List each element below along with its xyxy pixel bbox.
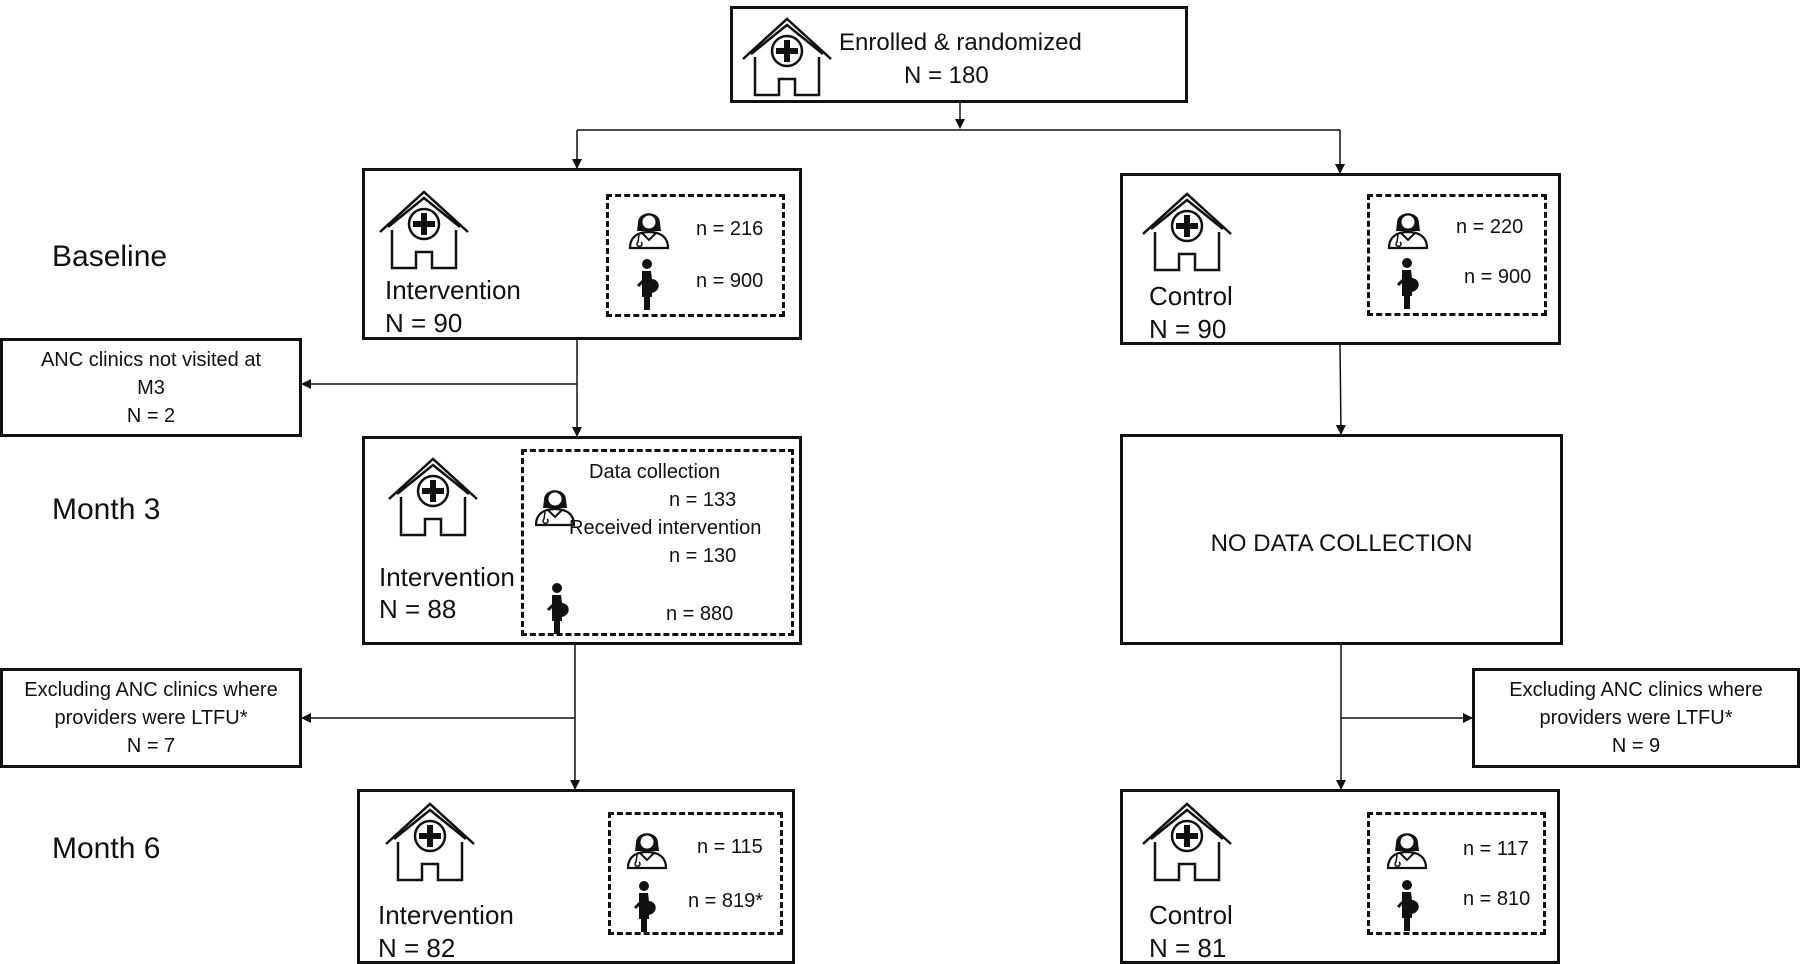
clinic-house-icon [1141,802,1233,882]
month3-intervention-counts-box: Data collection n = 133 Received interve… [521,449,794,636]
stage-label-month3: Month 3 [52,493,161,526]
baseline-control-providers-n: n = 220 [1456,216,1524,238]
no-data-collection-text: NO DATA COLLECTION [1210,530,1473,557]
baseline-intervention-label: Intervention [385,275,521,305]
month6-control-box: Control N = 81 n = 117 n = 810 [1120,789,1560,964]
pregnant-woman-icon [1396,257,1421,311]
clinic-house-icon [741,17,833,97]
excluded-ltfu-control-line2: providers were LTFU* [1539,707,1733,729]
health-provider-icon [626,832,668,870]
excluded-ltfu-intervention-line2: providers were LTFU* [54,707,248,729]
excluded-ltfu-control-box: Excluding ANC clinics where providers we… [1472,668,1800,768]
baseline-control-n: N = 90 [1149,314,1227,344]
month6-intervention-label: Intervention [378,900,514,930]
baseline-control-label: Control [1149,281,1233,311]
clinic-house-icon [378,190,470,270]
baseline-control-women-n: n = 900 [1464,266,1532,288]
enrolled-title: Enrolled & randomized [839,29,1082,56]
month3-received-intervention-label: Received intervention [569,517,762,539]
baseline-intervention-counts-box: n = 216 n = 900 [606,194,785,317]
pregnant-woman-icon [633,880,658,934]
baseline-intervention-box: Intervention N = 90 n = 216 n = 900 [362,168,802,340]
stage-label-month6: Month 6 [52,832,161,865]
month3-data-collection-label: Data collection [589,461,721,483]
month3-intervention-women-n: n = 880 [666,603,734,625]
month6-control-label: Control [1149,900,1233,930]
health-provider-icon [1386,832,1428,870]
health-provider-icon [1387,212,1429,250]
excluded-ltfu-control-n: N = 9 [1611,735,1661,757]
month3-intervention-box: Intervention N = 88 Data collection n = … [362,436,802,645]
month3-intervention-label: Intervention [379,562,515,592]
month6-control-n: N = 81 [1149,933,1227,963]
excluded-ltfu-intervention-box: Excluding ANC clinics where providers we… [0,668,302,768]
stage-label-baseline: Baseline [52,240,168,273]
pregnant-woman-icon [546,582,571,636]
baseline-intervention-providers-n: n = 216 [696,218,764,240]
month6-control-providers-n: n = 117 [1463,838,1529,860]
pregnant-woman-icon [636,258,661,312]
baseline-intervention-women-n: n = 900 [696,270,764,292]
excluded-not-visited-line2: M3 [137,376,165,399]
month3-intervention-n: N = 88 [379,594,457,624]
excluded-ltfu-control-line1: Excluding ANC clinics where [1509,679,1763,701]
month6-intervention-n: N = 82 [378,933,456,963]
excluded-not-visited-line1: ANC clinics not visited at [40,348,262,371]
month6-control-women-n: n = 810 [1463,888,1531,910]
month6-intervention-women-n: n = 819* [688,890,764,912]
clinic-house-icon [384,802,476,882]
pregnant-woman-icon [1396,879,1421,933]
excluded-not-visited-n: N = 2 [126,404,176,427]
month6-control-counts-box: n = 117 n = 810 [1367,812,1546,935]
month3-data-collection-n: n = 133 [669,489,737,511]
excluded-not-visited-box: ANC clinics not visited at M3 N = 2 [0,338,302,437]
month3-received-intervention-n: n = 130 [669,545,737,567]
baseline-control-counts-box: n = 220 n = 900 [1367,194,1547,316]
clinic-house-icon [1141,192,1233,272]
baseline-control-box: Control N = 90 n = 220 n = 900 [1120,173,1561,345]
baseline-intervention-n: N = 90 [385,308,463,338]
enrolled-randomized-box: Enrolled & randomized N = 180 [730,6,1188,103]
month3-control-box: NO DATA COLLECTION [1120,434,1563,645]
month6-intervention-box: Intervention N = 82 n = 115 n = 819* [357,789,795,964]
excluded-ltfu-intervention-line1: Excluding ANC clinics where [24,679,278,701]
health-provider-icon [628,212,670,250]
month6-intervention-counts-box: n = 115 n = 819* [608,812,783,935]
clinic-house-icon [387,457,479,537]
enrolled-n: N = 180 [904,62,989,89]
excluded-ltfu-intervention-n: N = 7 [126,735,176,757]
month6-intervention-providers-n: n = 115 [697,836,763,858]
